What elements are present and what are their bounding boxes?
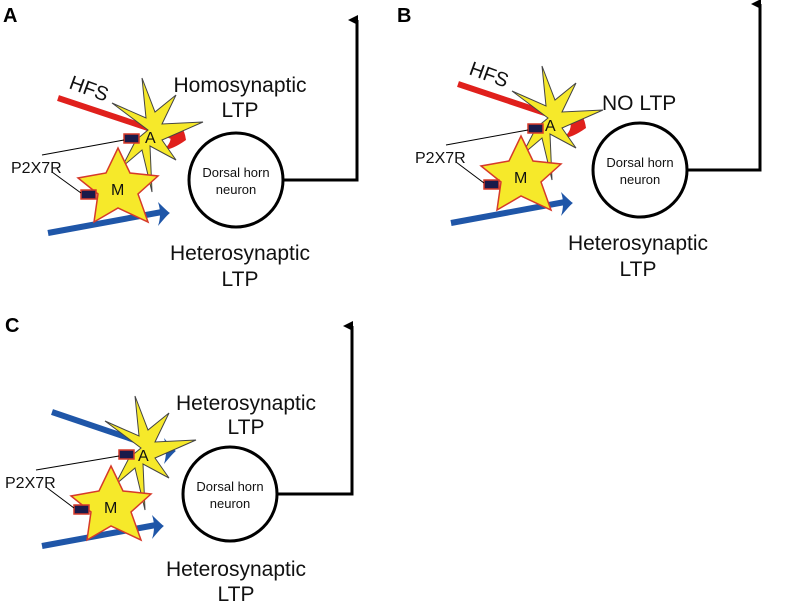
microglia [479,134,563,212]
top-label: LTP [222,99,259,122]
panel-b: B HFS A M P2X7R Dorsal horn neuron NO LT… [397,0,762,281]
p2x7r-receptor [483,179,500,190]
panel-a: A HFS A M P2X7R Dorsal horn neuron Homos… [3,5,359,291]
receptor-pointer [445,129,529,146]
astrocyte-label: A [145,130,156,147]
neuron-label: neuron [210,496,250,511]
microglia-label: M [111,182,124,199]
dorsal-horn-neuron [181,445,279,543]
neuron-label: Dorsal horn [196,479,263,494]
astrocyte [104,395,197,511]
presynaptic-terminal [152,515,164,539]
astrocyte-label: A [545,118,556,135]
neuron-label: neuron [216,182,256,197]
neuron-label: neuron [620,172,660,187]
top-label: Homosynaptic [173,74,306,97]
neuron-label: Dorsal horn [202,165,269,180]
p2x7r-receptor [73,504,90,515]
bottom-label: LTP [620,258,657,281]
p2x7r-receptor [80,189,97,200]
receptor-label: P2X7R [415,150,466,167]
astrocyte-label: A [138,448,149,465]
astrocyte [511,65,604,181]
microglia-label: M [514,170,527,187]
receptor-pointer [455,161,485,184]
receptor-pointer [45,486,75,509]
panel-letter: A [3,5,17,27]
top-label: Heterosynaptic [176,392,316,415]
bottom-label: LTP [222,268,259,291]
microglia [76,146,160,224]
receptor-pointer [35,455,120,471]
p2x7r-receptor [118,449,135,460]
receptor-pointer [41,139,125,156]
receptor-label: P2X7R [5,475,56,492]
panel-letter: C [5,315,19,337]
top-label: NO LTP [602,92,676,115]
dorsal-horn-neuron [187,131,285,229]
panel-c: C A M P2X7R Dorsal horn neuron Heterosyn… [5,315,354,603]
presynaptic-terminal [561,192,573,216]
panel-letter: B [397,5,411,27]
bottom-label: Heterosynaptic [166,558,306,581]
bottom-label: Heterosynaptic [170,242,310,265]
top-label: LTP [228,416,265,439]
microglia-label: M [104,500,117,517]
receptor-label: P2X7R [11,160,62,177]
p2x7r-receptor [123,133,140,144]
presynaptic-terminal [158,202,170,226]
astrocyte [111,77,204,193]
p2x7r-receptor [527,123,544,134]
output-arrow [687,0,762,172]
microglia [69,464,153,542]
output-arrow [283,15,359,182]
bottom-label: LTP [218,583,255,603]
output-arrow [277,321,354,496]
bottom-label: Heterosynaptic [568,232,708,255]
neuron-label: Dorsal horn [606,155,673,170]
dorsal-horn-neuron [591,121,689,219]
receptor-pointer [51,171,82,194]
